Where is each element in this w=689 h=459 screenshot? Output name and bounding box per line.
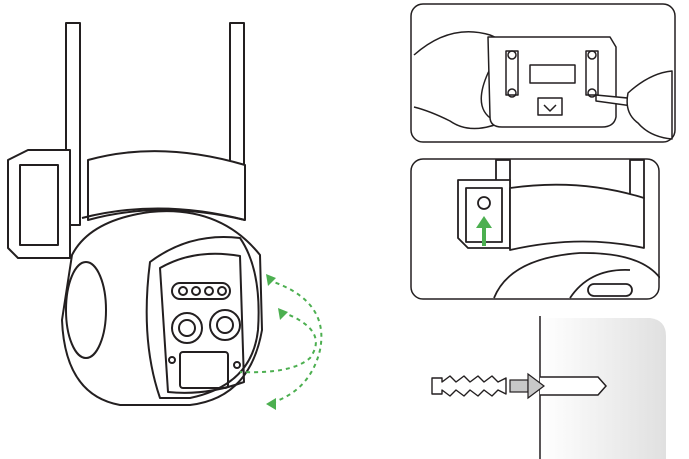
mounting-bracket-screwdriver-icon (410, 3, 676, 143)
ptz-camera-icon (0, 0, 340, 459)
bracket-install-arrow-icon (410, 158, 660, 300)
wall-anchor-insert-icon (420, 316, 670, 459)
wall-anchor-diagram (420, 316, 670, 459)
camera-illustration (0, 0, 340, 459)
step-panel-bracket (410, 3, 676, 143)
step-panel-mount (410, 158, 660, 300)
insert-arrow-icon (510, 374, 544, 398)
